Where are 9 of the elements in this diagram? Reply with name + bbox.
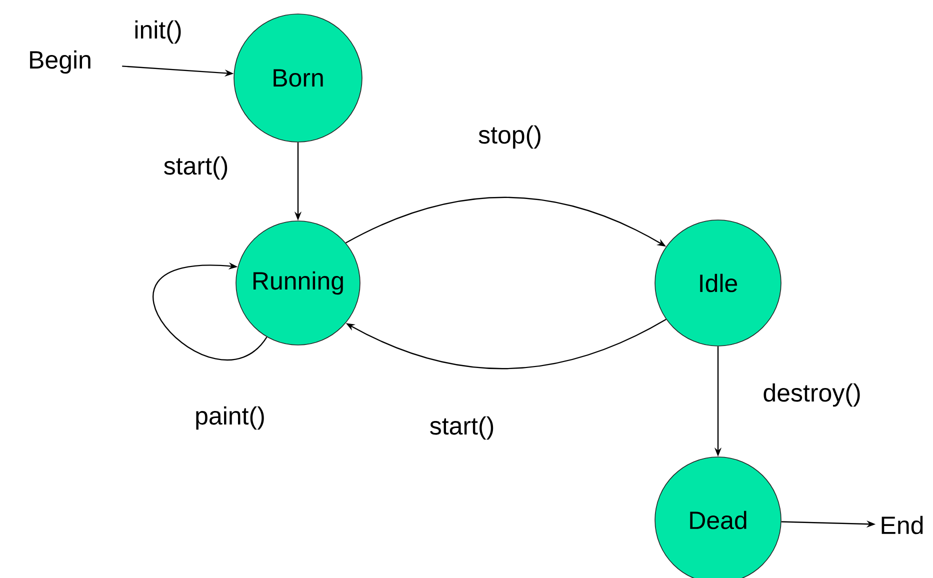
edge-label: start() [428, 415, 496, 441]
edge-label: destroy() [762, 382, 862, 408]
edge-label: stop() [477, 124, 543, 150]
edge-label: start() [162, 155, 230, 181]
terminal-label: Begin [30, 50, 90, 74]
edge-label: init() [132, 19, 184, 45]
terminal-label: End [882, 516, 923, 534]
edge-label: paint() [194, 405, 266, 431]
arrow [152, 262, 268, 360]
